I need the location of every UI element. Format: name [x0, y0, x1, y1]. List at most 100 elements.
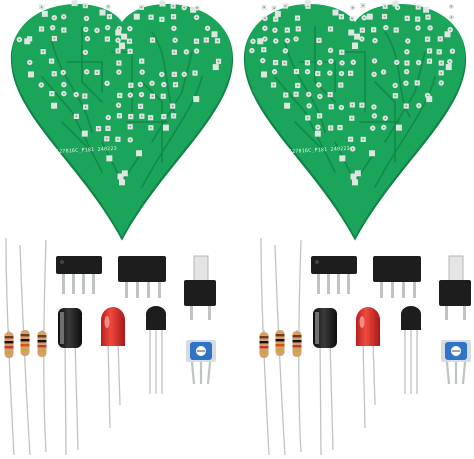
pcb-hole	[173, 51, 176, 54]
pcb-led-pad	[274, 10, 281, 17]
pcb-hole	[371, 127, 374, 130]
pcb-hole	[117, 50, 119, 52]
pcb-hole	[274, 40, 277, 42]
pcb-led-pad	[348, 29, 355, 36]
pcb-hole	[416, 82, 419, 84]
capacitor-lead	[64, 339, 67, 456]
pcb-hole	[417, 6, 420, 8]
pcb-hole	[185, 50, 188, 53]
pcb-trace	[141, 81, 163, 163]
pcb-trace	[299, 61, 336, 93]
pcb-hole	[427, 16, 429, 18]
push-switch	[184, 280, 216, 306]
resistor-band	[20, 344, 30, 347]
pcb-led-pad	[212, 64, 219, 71]
pcb-hole	[50, 92, 53, 95]
chip-pin	[402, 278, 405, 298]
pcb-hole	[105, 137, 108, 140]
pcb-hole	[286, 39, 289, 42]
pcb-hole	[151, 95, 154, 98]
pcb-led-pad	[369, 150, 376, 157]
pcb-hole	[51, 26, 54, 29]
pcb-hole	[428, 60, 431, 63]
pcb-hole	[183, 73, 186, 76]
resistor-band	[4, 351, 14, 354]
pcb-hole	[372, 28, 375, 31]
pcb-hole	[450, 16, 453, 19]
pcb-led-pad	[99, 9, 106, 16]
pcb-hole	[106, 82, 108, 85]
pcb-led-pad	[304, 0, 311, 7]
pcb-hole	[62, 92, 65, 95]
resistor-band	[292, 340, 302, 343]
pcb-hole	[128, 40, 131, 43]
pcb-hole	[84, 28, 87, 31]
pcb-hole	[274, 61, 277, 64]
pcb-hole	[340, 106, 343, 109]
chip-pin	[72, 268, 75, 294]
chip-pin	[125, 278, 128, 298]
resistor-band	[275, 339, 285, 342]
pcb-hole	[263, 6, 266, 9]
pcb-hole	[139, 83, 142, 86]
pcb-hole	[416, 18, 419, 21]
pcb-trace	[51, 41, 93, 133]
pcb-hole	[62, 15, 65, 18]
resistor-body	[292, 331, 302, 357]
pcb-trace	[284, 41, 326, 133]
pcb-hole	[406, 40, 409, 42]
pcb-hole	[129, 50, 132, 53]
pcb-led-pad	[81, 130, 88, 137]
pcb-hole	[117, 62, 120, 64]
pcb-hole	[361, 104, 363, 107]
pcb-hole	[261, 59, 264, 62]
led-lead	[372, 339, 376, 406]
pcb-hole	[284, 94, 287, 96]
pcb-hole	[284, 5, 287, 7]
resistor-body	[4, 332, 14, 358]
pcb-hole	[349, 138, 352, 141]
pcb-led-pad	[211, 31, 218, 38]
pcb-hole	[330, 105, 333, 108]
pcb-hole	[329, 93, 332, 96]
transistor	[146, 306, 166, 330]
pcb-hole	[405, 82, 407, 85]
pcb-hole	[117, 104, 120, 107]
pcb-silkscreen-left: 127816C_P181 240223	[56, 146, 117, 155]
pcb-hole	[162, 95, 165, 98]
pcb-hole	[118, 71, 120, 73]
pcb-led-pad	[162, 124, 169, 131]
pcb-hole	[428, 50, 431, 52]
pcb-led-pad	[71, 0, 78, 7]
pcb-hole	[162, 115, 165, 118]
switch-pin	[190, 306, 193, 320]
pcb-hole	[263, 38, 266, 40]
pcb-hole	[62, 29, 65, 31]
pcb-led-pad	[352, 179, 359, 186]
pcb-hole	[448, 60, 451, 63]
pcb-hole	[351, 103, 354, 106]
pcb-hole	[349, 72, 352, 75]
pcb-hole	[118, 114, 121, 117]
pcb-hole	[107, 127, 109, 130]
pcb-led-pad	[193, 96, 200, 103]
pcb-hole	[40, 28, 43, 30]
pcb-led-pad	[257, 38, 264, 45]
pcb-hole	[62, 83, 65, 86]
pcb-silkscreen-right: 127816C_P181 240223	[289, 146, 350, 155]
pcb-hole	[439, 38, 442, 40]
pcb-hole	[417, 61, 420, 64]
pcb-hole	[384, 117, 387, 120]
pcb-led-pad	[121, 33, 128, 40]
chip-pin	[62, 268, 65, 294]
pcb-trace	[66, 61, 103, 93]
led-lead	[362, 339, 366, 429]
resistor-band	[20, 334, 30, 337]
switch-pin	[208, 306, 211, 320]
pcb-hole	[340, 15, 343, 18]
pcb-trace	[151, 31, 178, 118]
chip-pin	[317, 268, 320, 294]
ic-chip	[56, 256, 102, 274]
chip-pin	[147, 278, 150, 298]
pcb-hole	[216, 39, 219, 42]
